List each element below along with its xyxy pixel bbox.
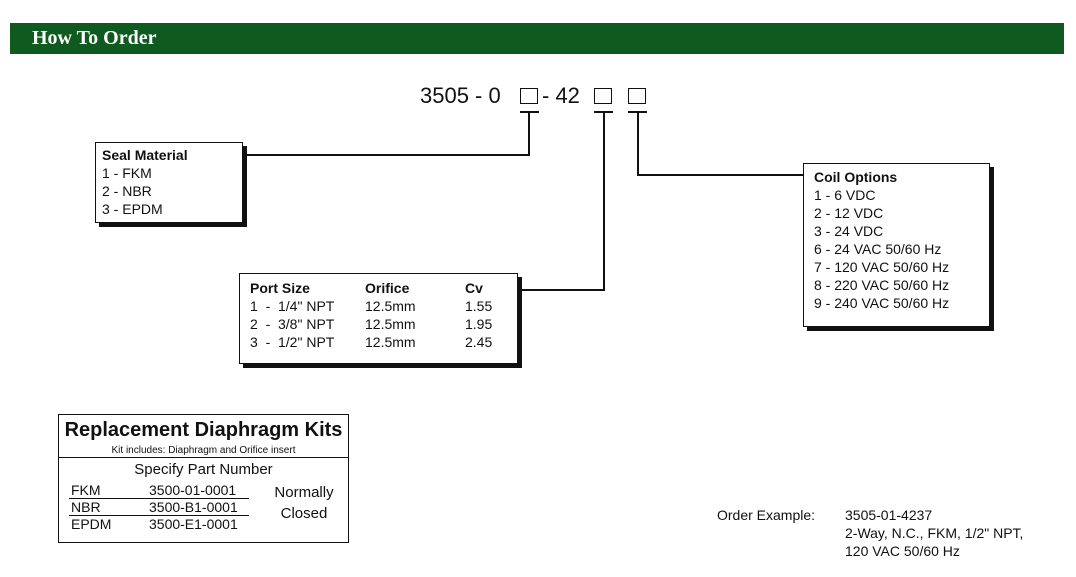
- seal-connector-horizontal: [243, 154, 530, 156]
- order-example-desc: 2-Way, N.C., FKM, 1/2" NPT,: [845, 525, 1024, 541]
- seal-connector-vertical: [528, 111, 530, 155]
- coil-options-box: Coil Options 1 - 6 VDC 2 - 12 VDC 3 - 24…: [803, 163, 990, 327]
- kit-material: NBR: [71, 499, 101, 515]
- coil-option-item: 3 - 24 VDC: [814, 223, 884, 239]
- coil-option-item: 8 - 220 VAC 50/60 Hz: [814, 277, 950, 293]
- coil-option-item: 1 - 6 VDC: [814, 187, 876, 203]
- seal-material-item: 3 - EPDM: [102, 201, 163, 217]
- orifice-cell: 12.5mm: [365, 334, 416, 350]
- port-size-box: Port Size Orifice Cv 1 - 1/4" NPT 12.5mm…: [239, 273, 518, 364]
- orifice-cell: 12.5mm: [365, 298, 416, 314]
- orifice-cell: 12.5mm: [365, 316, 416, 332]
- header-bar: How To Order: [10, 23, 1064, 54]
- part-number-middle: - 42: [542, 83, 580, 108]
- seal-material-title: Seal Material: [102, 147, 188, 163]
- kits-note-line1: Normally: [274, 484, 334, 501]
- kits-specify-label: Specify Part Number: [134, 461, 273, 478]
- order-example-desc: 120 VAC 50/60 Hz: [845, 543, 960, 559]
- kits-note-line2: Closed: [280, 505, 328, 522]
- diaphragm-kits-box: Replacement Diaphragm Kits Kit includes:…: [58, 414, 349, 543]
- port-size-cell: 1 - 1/4" NPT: [250, 298, 335, 314]
- coil-option-item: 9 - 240 VAC 50/60 Hz: [814, 295, 950, 311]
- coil-connector-horizontal: [637, 174, 804, 176]
- order-example-part: 3505-01-4237: [845, 507, 933, 523]
- cv-cell: 1.55: [465, 298, 493, 314]
- kit-material: EPDM: [71, 516, 112, 532]
- coil-options-title: Coil Options: [814, 169, 898, 185]
- kits-divider: [59, 457, 348, 458]
- order-example-label: Order Example:: [717, 507, 816, 523]
- coil-option-item: 2 - 12 VDC: [814, 205, 884, 221]
- cv-cell: 1.95: [465, 316, 493, 332]
- seal-material-item: 2 - NBR: [102, 183, 152, 199]
- coil-connector-vertical: [637, 111, 639, 175]
- port-size-cell: 3 - 1/2" NPT: [250, 334, 335, 350]
- page-title: How To Order: [32, 27, 157, 49]
- kit-row-rule: [69, 498, 249, 499]
- seal-material-item: 1 - FKM: [102, 165, 152, 181]
- cv-cell: 2.45: [465, 334, 493, 350]
- port-size-header: Port Size: [250, 280, 310, 296]
- kit-part-number: 3500-E1-0001: [149, 516, 238, 532]
- kits-subtitle: Kit includes: Diaphragm and Orifice inse…: [111, 445, 296, 456]
- port-connector-horizontal: [518, 289, 605, 291]
- part-number-prefix: 3505 - 0: [420, 83, 501, 108]
- kit-part-number: 3500-01-0001: [149, 482, 237, 498]
- port-connector-vertical: [603, 111, 605, 290]
- kit-material: FKM: [71, 482, 101, 498]
- coil-option-item: 6 - 24 VAC 50/60 Hz: [814, 241, 942, 257]
- seal-material-slot: [520, 88, 538, 104]
- port-size-cell: 2 - 3/8" NPT: [250, 316, 335, 332]
- orifice-header: Orifice: [365, 280, 410, 296]
- seal-bracket: [520, 111, 539, 113]
- kits-title: Replacement Diaphragm Kits: [64, 419, 343, 441]
- kit-part-number: 3500-B1-0001: [149, 499, 238, 515]
- cv-header: Cv: [465, 280, 483, 296]
- coil-option-slot: [628, 88, 646, 104]
- kit-row-rule: [69, 515, 249, 516]
- coil-option-item: 7 - 120 VAC 50/60 Hz: [814, 259, 950, 275]
- seal-material-box: Seal Material 1 - FKM 2 - NBR 3 - EPDM: [95, 142, 243, 223]
- port-size-slot: [594, 88, 612, 104]
